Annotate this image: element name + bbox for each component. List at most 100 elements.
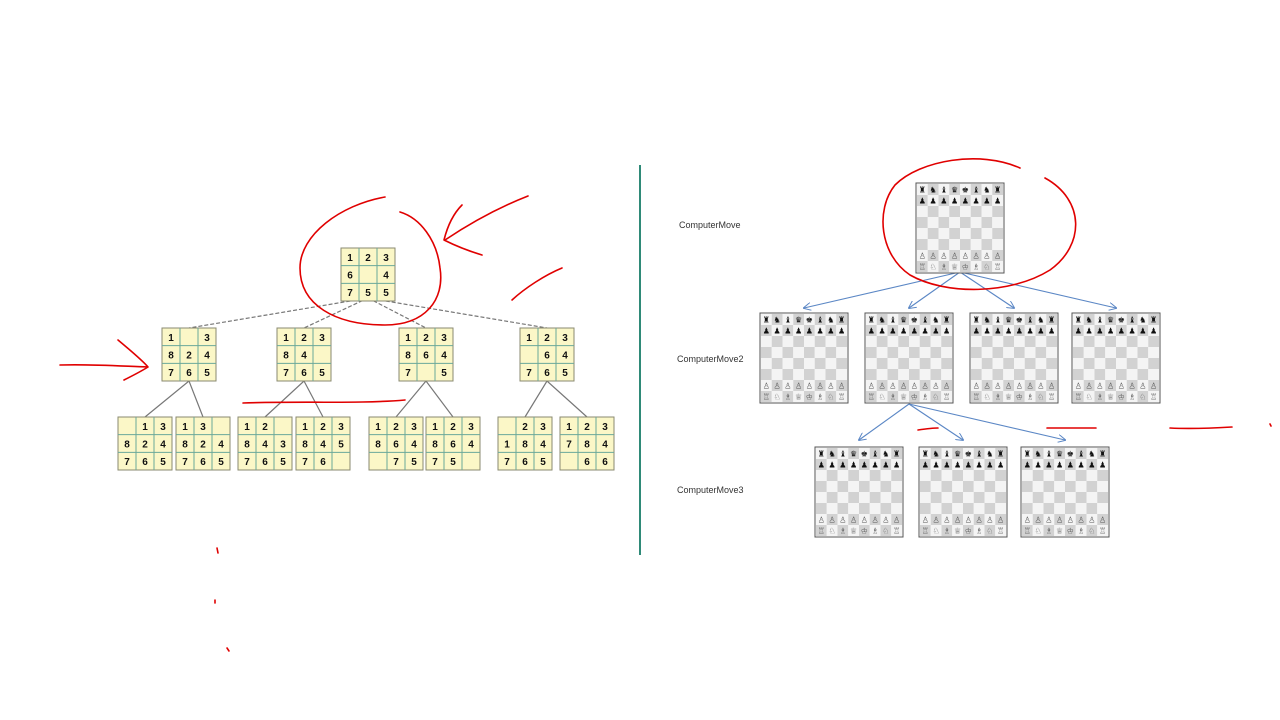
chess-square [761, 391, 772, 402]
chess-square [859, 492, 870, 503]
chess-square [1116, 369, 1127, 380]
chess-square [1105, 369, 1116, 380]
dot-annotation-3 [226, 647, 230, 652]
chess-piece: ♗ [784, 393, 791, 402]
chess-square [814, 369, 826, 380]
chess-square [825, 336, 837, 347]
chess-piece: ♜ [1048, 316, 1055, 325]
chess-piece: ♗ [973, 263, 980, 272]
chess-square [981, 314, 993, 325]
chess-square [992, 347, 1004, 358]
chess-square [859, 525, 870, 536]
chess-square [984, 481, 996, 492]
chess-piece: ♘ [774, 393, 781, 402]
chess-square [981, 217, 993, 228]
puzzle-tile: 8 [405, 351, 411, 362]
chess-square [898, 325, 909, 336]
puzzle-tile: 2 [522, 422, 528, 433]
chess-piece: ♟ [889, 327, 896, 336]
chess-square [1094, 391, 1106, 402]
puzzle-tile: 5 [411, 457, 417, 468]
chess-square [771, 358, 783, 369]
puzzle-board-frame [368, 416, 424, 471]
puzzle-edge [188, 297, 369, 329]
chess-piece: ♘ [882, 527, 889, 536]
chess-piece: ♟ [893, 461, 900, 470]
chess-piece: ♘ [1035, 527, 1042, 536]
chess-square [973, 481, 985, 492]
puzzle-tile: 6 [200, 457, 206, 468]
chess-square [949, 261, 960, 272]
chess-square [1073, 358, 1084, 369]
chess-square [836, 369, 847, 380]
chess-square [1073, 336, 1084, 347]
chess-piece: ♟ [1099, 461, 1106, 470]
chess-piece: ♟ [900, 327, 907, 336]
chess-square [938, 184, 950, 195]
chess-square [761, 358, 772, 369]
chess-piece: ♙ [1099, 516, 1106, 525]
chess-square [1022, 492, 1033, 503]
chess-square [952, 448, 963, 459]
chess-square [970, 184, 982, 195]
chess-square [880, 448, 892, 459]
puzzle-tile: 6 [347, 271, 353, 282]
chess-piece: ♟ [911, 327, 918, 336]
chess-tree: ComputerMove ComputerMove2 ComputerMove3… [677, 182, 1161, 538]
chess-piece: ♙ [872, 516, 879, 525]
chess-piece: ♝ [784, 316, 791, 325]
puzzle-tile: 4 [320, 440, 326, 451]
puzzle-tile: 1 [302, 422, 308, 433]
chess-square [1137, 347, 1149, 358]
chess-tree-boards: ♜♟♙♖♞♟♙♘♝♟♙♗♛♟♙♕♚♟♙♔♝♟♙♗♞♟♙♘♜♟♙♖♜♟♙♖♞♟♙♘… [759, 182, 1161, 538]
chess-square [963, 481, 974, 492]
chess-square [917, 250, 928, 261]
chess-piece: ♛ [1056, 450, 1063, 459]
chess-square [1075, 470, 1087, 481]
chess-square [814, 391, 826, 402]
chess-piece: ♙ [1088, 516, 1095, 525]
chess-square [941, 314, 952, 325]
chess-piece: ♚ [1067, 450, 1074, 459]
chess-piece: ♞ [1086, 316, 1093, 325]
chess-piece: ♖ [1075, 393, 1082, 402]
chess-piece: ♜ [868, 316, 875, 325]
chess-square [960, 217, 971, 228]
chess-piece: ♙ [882, 516, 889, 525]
chess-piece: ♟ [943, 327, 950, 336]
chess-piece: ♘ [1037, 393, 1044, 402]
chess-square [825, 358, 837, 369]
chess-square [1022, 459, 1033, 470]
chess-piece: ♟ [962, 197, 969, 206]
chess-square [1024, 314, 1036, 325]
chess-piece: ♙ [930, 252, 937, 261]
puzzle-tile: 6 [423, 351, 429, 362]
chess-square [941, 336, 952, 347]
puzzle-tile: 2 [301, 333, 307, 344]
chess-piece: ♞ [827, 316, 834, 325]
chess-piece: ♟ [1048, 327, 1055, 336]
chess-square [949, 206, 960, 217]
chess-piece: ♖ [1099, 527, 1106, 536]
chess-square [837, 503, 849, 514]
chess-square [771, 325, 783, 336]
chess-piece: ♙ [994, 382, 1001, 391]
chess-square [1083, 314, 1095, 325]
chess-square [1035, 347, 1047, 358]
chess-square [970, 206, 982, 217]
chess-square [814, 336, 826, 347]
chess-square [960, 206, 971, 217]
chess-square [816, 514, 827, 525]
puzzle-tile: 1 [432, 422, 438, 433]
puzzle-tile: 5 [218, 457, 224, 468]
chess-square [917, 217, 928, 228]
chess-square [973, 525, 985, 536]
chess-square [869, 470, 881, 481]
chess-piece: ♟ [868, 327, 875, 336]
chess-square [1086, 525, 1098, 536]
chess-piece: ♞ [984, 316, 991, 325]
chess-square [930, 325, 942, 336]
